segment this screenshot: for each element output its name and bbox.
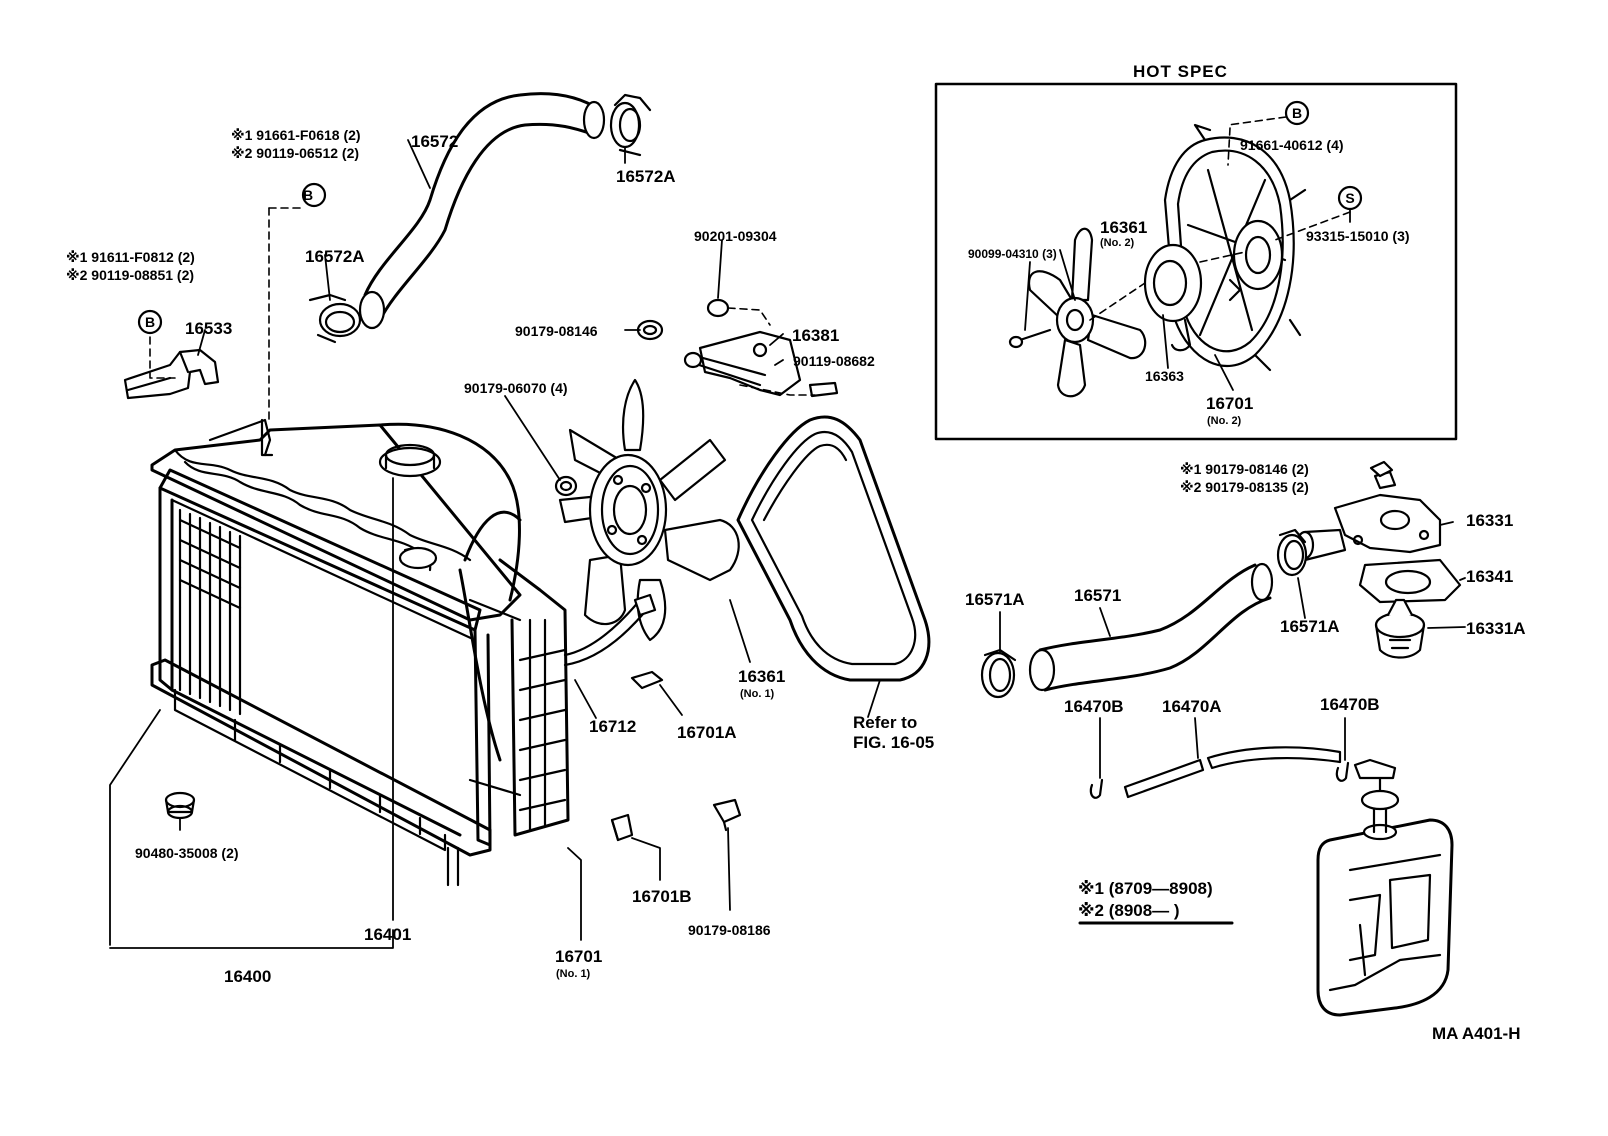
nut-90179-06070-drawing <box>554 475 578 497</box>
callout-16701B: 16701B <box>632 887 692 906</box>
v-belt-drawing <box>736 415 931 682</box>
nut-90179-08146-drawing <box>636 319 664 341</box>
callout-16470B-right: 16470B <box>1320 695 1380 714</box>
thermostat-16331A-drawing <box>1374 598 1466 659</box>
bracket-16381-drawing <box>683 330 839 398</box>
bubble-b-far-left-label: B <box>145 314 155 330</box>
shroud-16712-drawing <box>563 593 657 667</box>
bubble-b-left-label: B <box>303 187 313 203</box>
callout-16533: 16533 <box>185 319 232 338</box>
clamp-16571A-left-drawing <box>980 611 1017 699</box>
callout-91611-F0812: ※1 91611-F0812 (2) <box>66 249 195 265</box>
callout-90099-04310: 90099-04310 (3) <box>968 247 1057 261</box>
callout-16361-no1-sub: (No. 1) <box>740 688 775 700</box>
callout-16400: 16400 <box>224 967 271 986</box>
callout-90480-35008: 90480-35008 (2) <box>135 845 239 861</box>
clamp-16470B-left-drawing <box>1089 717 1104 799</box>
diagram-ref-code: MA A401-H <box>1432 1024 1520 1043</box>
legend-line-2: ※2 (8908— ) <box>1078 901 1180 920</box>
callout-90119-08851: ※2 90119-08851 (2) <box>66 267 194 283</box>
nut-90179-08186-drawing <box>712 798 742 832</box>
callout-91661-40612: 91661-40612 (4) <box>1240 137 1344 153</box>
callout-16572A-top: 16572A <box>616 167 676 186</box>
fan-16361-drawing <box>558 378 740 642</box>
upper-hose-drawing <box>358 92 606 330</box>
callout-90119-06512: ※2 90119-06512 (2) <box>231 145 359 161</box>
clip-16701A-drawing <box>630 670 664 690</box>
callout-90179-08186: 90179-08186 <box>688 922 771 938</box>
callout-16572: 16572 <box>411 132 458 151</box>
callout-16712: 16712 <box>589 717 636 736</box>
callout-93315-15010: 93315-15010 (3) <box>1306 228 1410 244</box>
callout-16470B-left: 16470B <box>1064 697 1124 716</box>
hose-16470A-drawing <box>1123 717 1342 799</box>
callout-16341: 16341 <box>1466 567 1513 586</box>
gasket-16341-drawing <box>1358 558 1466 604</box>
leader-lines-left <box>109 139 881 949</box>
callout-16331: 16331 <box>1466 511 1513 530</box>
callout-16381: 16381 <box>792 326 839 345</box>
hot-spec-box <box>934 82 1458 441</box>
callout-90179-08146: 90179-08146 <box>515 323 598 339</box>
clip-16701B-drawing <box>610 813 634 842</box>
bracket-16533-drawing <box>123 348 220 400</box>
hose-16571-drawing <box>1028 562 1274 692</box>
clamp-16572A-top-drawing <box>609 93 652 157</box>
callout-90119-08682: 90119-08682 <box>793 353 875 369</box>
clamp-16571A-right-drawing <box>1276 528 1308 619</box>
clamp-16470B-right-drawing <box>1335 717 1350 782</box>
callout-16363: 16363 <box>1145 368 1184 384</box>
callout-16701-no1: 16701 <box>555 947 602 966</box>
callout-16401: 16401 <box>364 925 411 944</box>
reservoir-tank-drawing <box>1316 758 1454 1017</box>
callout-16701A: 16701A <box>677 723 737 742</box>
callout-90179-08146-b: ※1 90179-08146 (2) <box>1180 461 1309 477</box>
callout-refer-to: Refer to <box>853 713 917 732</box>
grommet-90480-35008-drawing <box>164 791 196 820</box>
callout-16361-no2-sub: (No. 2) <box>1100 237 1135 249</box>
bubble-b-hot-label: B <box>1292 105 1302 121</box>
callout-16331A: 16331A <box>1466 619 1526 638</box>
callout-16572A-left: 16572A <box>305 247 365 266</box>
washer-90201-09304-drawing <box>706 298 771 326</box>
bubble-s-label: S <box>1345 190 1354 206</box>
callout-16470A: 16470A <box>1162 697 1222 716</box>
bubble-b-left-drawing <box>268 182 327 209</box>
callout-16571A-left: 16571A <box>965 590 1025 609</box>
callout-16361-no1: 16361 <box>738 667 785 686</box>
fan-shroud-drawing <box>378 422 570 837</box>
callout-16361-no2: 16361 <box>1100 218 1147 237</box>
bolt-90179-08146-b-drawing <box>1369 460 1394 478</box>
callout-91661-F0618: ※1 91661-F0618 (2) <box>231 127 361 143</box>
radiator-assembly-drawing <box>150 418 522 887</box>
callout-16571A-right: 16571A <box>1280 617 1340 636</box>
bubble-b-far-left-drawing <box>137 309 163 335</box>
legend-line-1: ※1 (8709—8908) <box>1078 879 1213 898</box>
water-outlet-16331-drawing <box>1295 470 1454 562</box>
callout-16701-no2-sub: (No. 2) <box>1207 415 1242 427</box>
clamp-16572A-left-drawing <box>308 293 362 344</box>
callout-90201-09304: 90201-09304 <box>694 228 777 244</box>
callout-fig-16-05: FIG. 16-05 <box>853 733 934 752</box>
callout-16571: 16571 <box>1074 586 1121 605</box>
callout-16701-no2: 16701 <box>1206 394 1253 413</box>
callout-90179-08135: ※2 90179-08135 (2) <box>1180 479 1309 495</box>
hot-spec-title: HOT SPEC <box>1133 62 1228 81</box>
callout-16701-no1-sub: (No. 1) <box>556 968 591 980</box>
callout-90179-06070: 90179-06070 (4) <box>464 380 568 396</box>
